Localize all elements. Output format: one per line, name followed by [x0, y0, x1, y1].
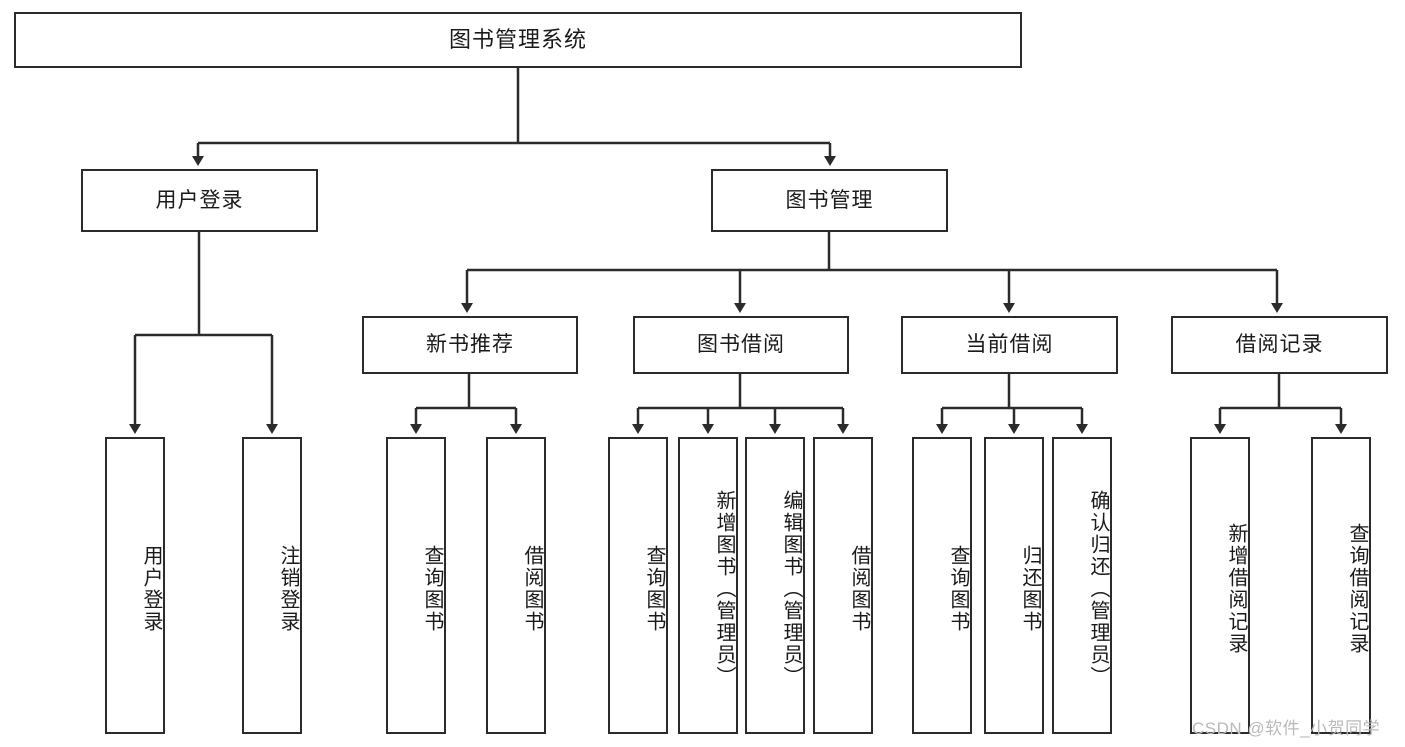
node-leaf-edit-book-label: 编辑图书（管理员） [780, 489, 802, 688]
node-leaf-query-book-rec-label: 查询图书 [421, 544, 443, 633]
node-root[interactable]: 图书管理系统 [14, 12, 1022, 68]
node-leaf-query-book-bb[interactable]: 查询图书 [608, 437, 668, 734]
node-leaf-return-book-label: 归还图书 [1019, 544, 1041, 633]
node-leaf-borrow-book-bb[interactable]: 借阅图书 [813, 437, 873, 734]
node-leaf-query-book-bb-label: 查询图书 [643, 544, 665, 633]
node-user-login[interactable]: 用户登录 [81, 169, 318, 232]
node-user-login-label: 用户登录 [155, 188, 244, 212]
node-leaf-add-record[interactable]: 新增借阅记录 [1190, 437, 1250, 734]
node-root-label: 图书管理系统 [448, 26, 587, 52]
node-leaf-confirm-return[interactable]: 确认归还（管理员） [1052, 437, 1112, 734]
node-leaf-borrow-book-rec[interactable]: 借阅图书 [486, 437, 546, 734]
node-leaf-return-book[interactable]: 归还图书 [984, 437, 1044, 734]
node-leaf-borrow-book-rec-label: 借阅图书 [521, 544, 543, 633]
node-new-book-recommend-label: 新书推荐 [426, 333, 514, 357]
node-book-management-label: 图书管理 [785, 188, 874, 212]
node-new-book-recommend[interactable]: 新书推荐 [362, 316, 578, 374]
node-leaf-edit-book[interactable]: 编辑图书（管理员） [745, 437, 805, 734]
node-leaf-query-book-cb-label: 查询图书 [947, 544, 969, 633]
node-book-borrow-label: 图书借阅 [697, 333, 785, 357]
node-leaf-logout-label: 注销登录 [277, 544, 299, 633]
node-leaf-confirm-return-label: 确认归还（管理员） [1087, 489, 1109, 688]
node-leaf-query-record-label: 查询借阅记录 [1346, 522, 1368, 655]
node-current-borrow[interactable]: 当前借阅 [901, 316, 1118, 374]
node-leaf-add-book[interactable]: 新增图书（管理员） [678, 437, 738, 734]
node-leaf-add-record-label: 新增借阅记录 [1225, 522, 1247, 655]
node-book-borrow[interactable]: 图书借阅 [633, 316, 849, 374]
node-leaf-logout[interactable]: 注销登录 [242, 437, 302, 734]
node-borrow-record-label: 借阅记录 [1235, 333, 1324, 357]
node-leaf-query-book-cb[interactable]: 查询图书 [912, 437, 972, 734]
node-book-management[interactable]: 图书管理 [711, 169, 948, 232]
node-current-borrow-label: 当前借阅 [965, 333, 1054, 357]
node-leaf-user-login[interactable]: 用户登录 [105, 437, 165, 734]
node-leaf-user-login-label: 用户登录 [140, 544, 162, 633]
node-leaf-borrow-book-bb-label: 借阅图书 [848, 544, 870, 633]
csdn-watermark: CSDN @软件_小贺同学 [1192, 719, 1381, 738]
node-leaf-query-record[interactable]: 查询借阅记录 [1311, 437, 1371, 734]
node-borrow-record[interactable]: 借阅记录 [1171, 316, 1388, 374]
node-leaf-query-book-rec[interactable]: 查询图书 [386, 437, 446, 734]
node-leaf-add-book-label: 新增图书（管理员） [713, 489, 735, 688]
